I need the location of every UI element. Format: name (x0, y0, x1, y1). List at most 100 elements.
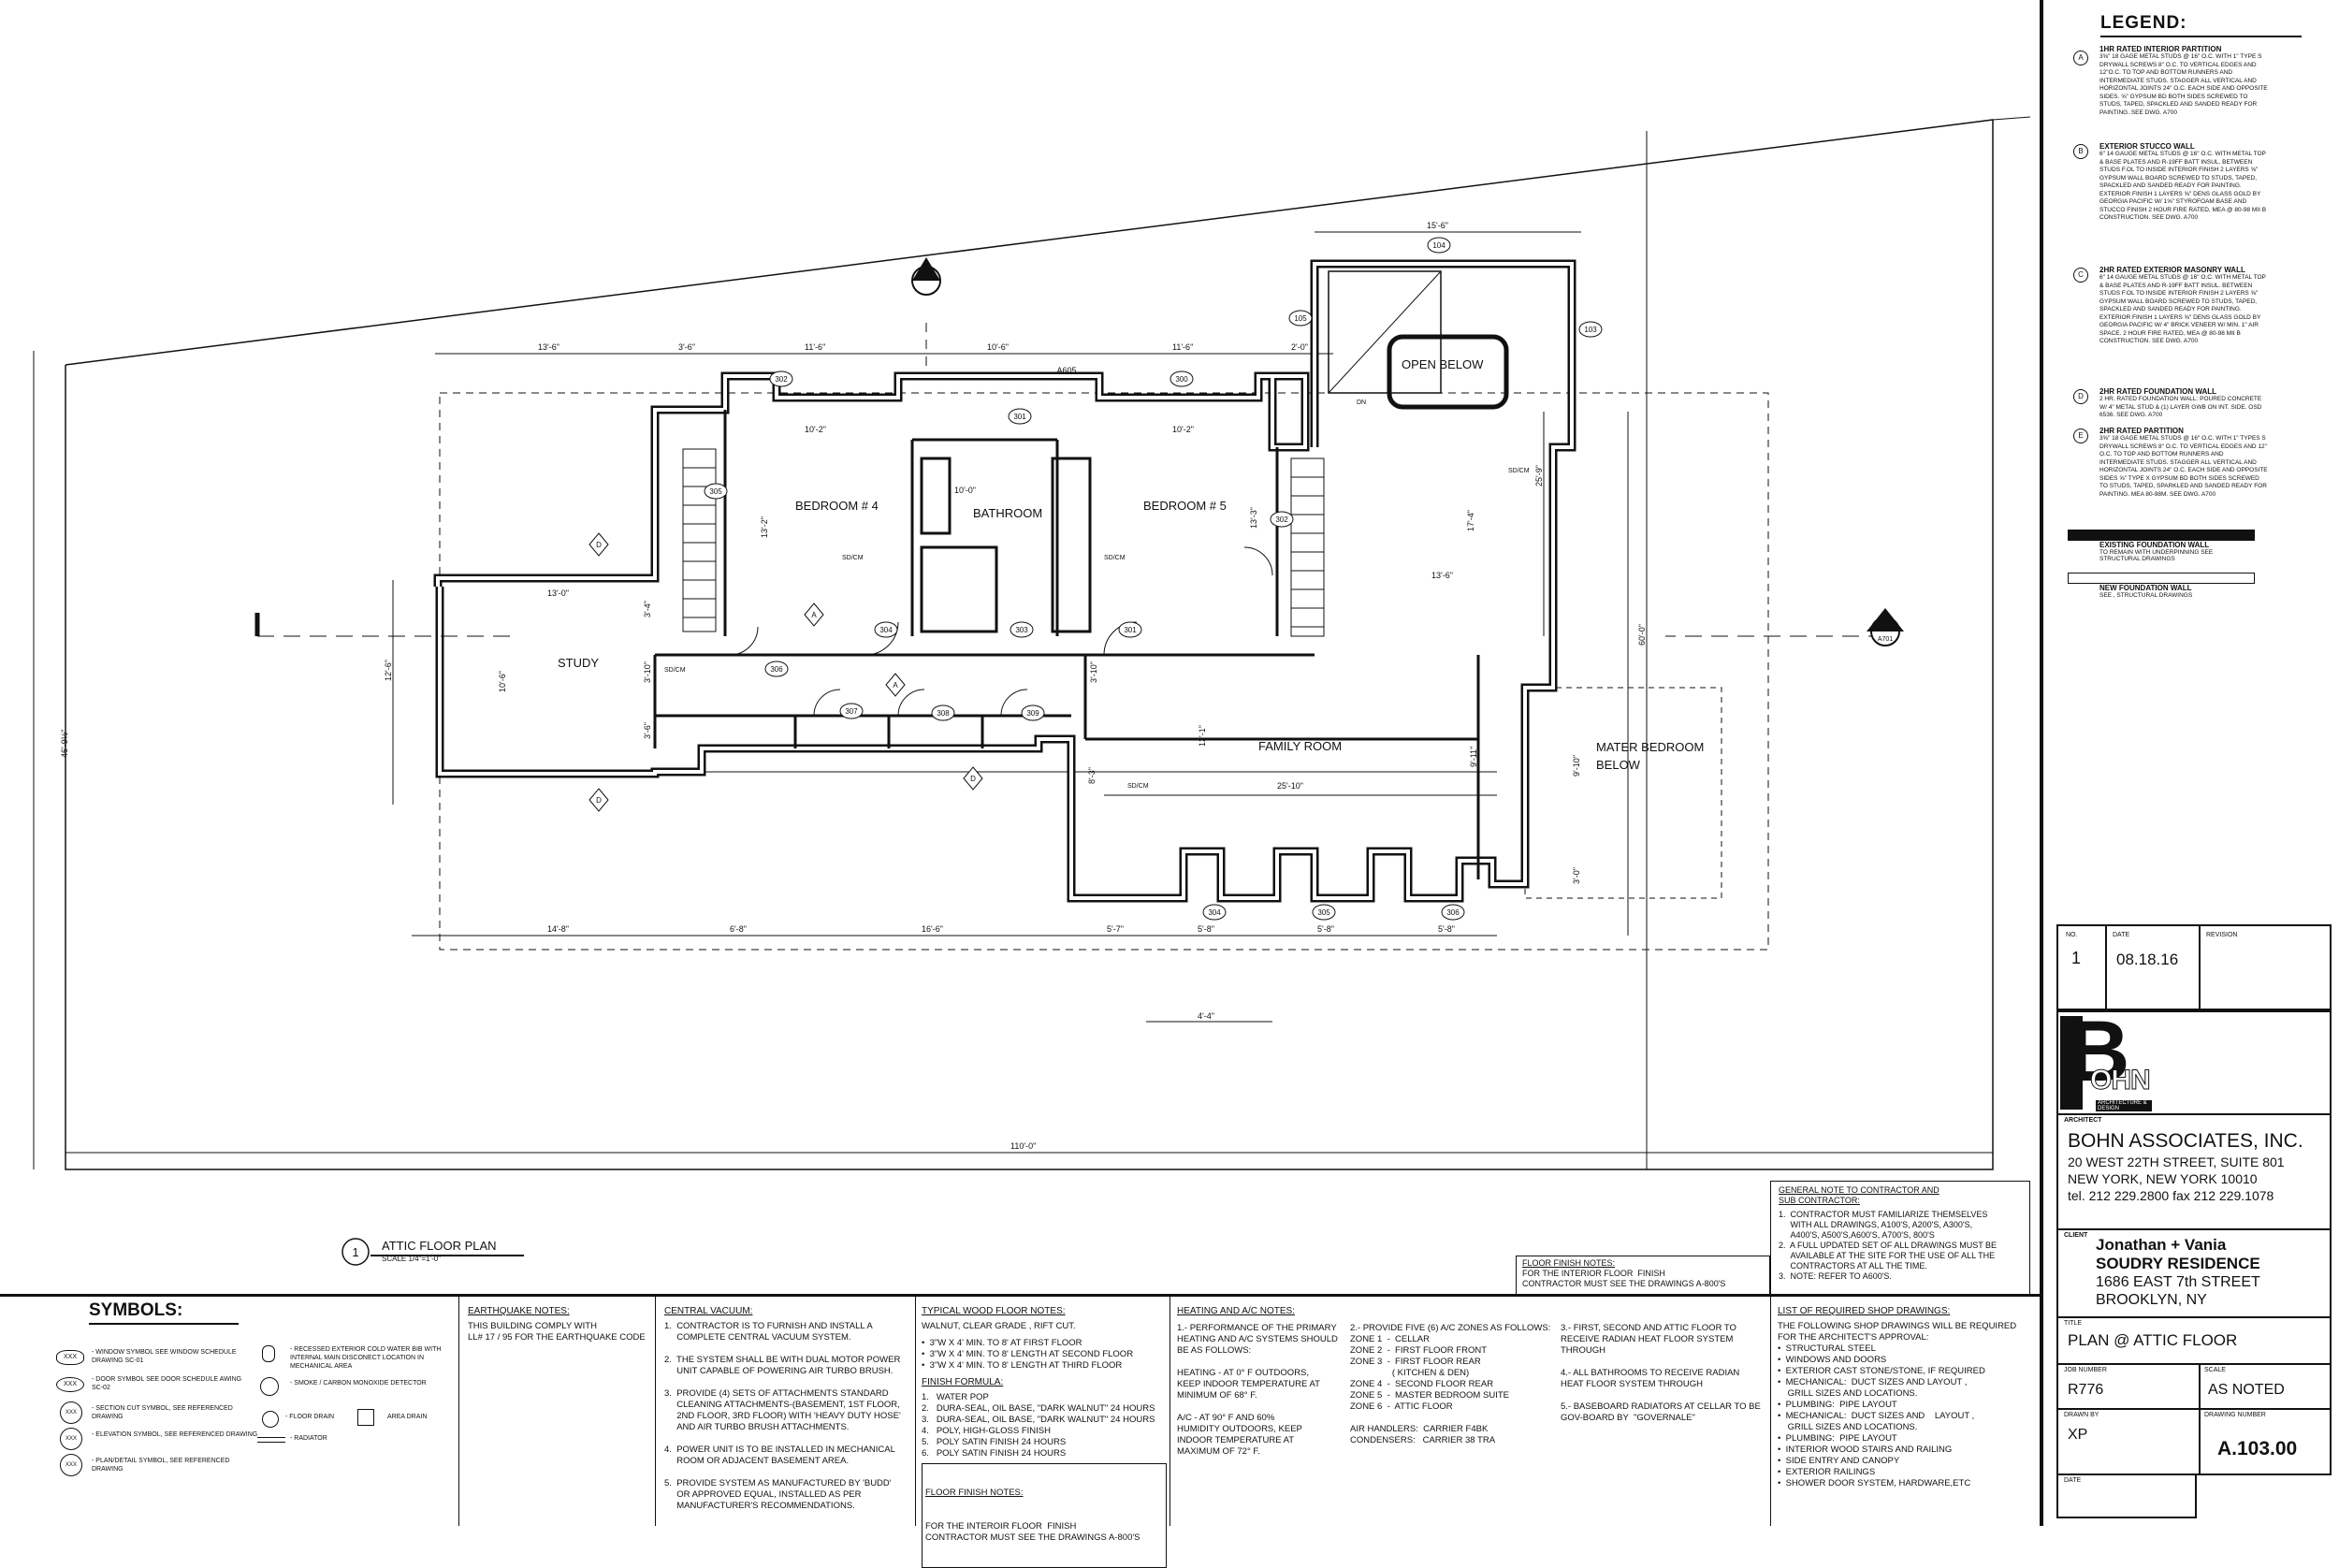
section-ref-number: 1 (1883, 622, 1888, 631)
date-block: DATE (2056, 1474, 2197, 1518)
heating-title: HEATING AND A/C NOTES: (1177, 1306, 1295, 1316)
scale-label: SCALE (2204, 1367, 2226, 1373)
dim-label: 11'-6" (805, 342, 825, 352)
dim-label: 5'-8" (1317, 924, 1334, 934)
earthquake-notes: EARTHQUAKE NOTES: THIS BUILDING COMPLY W… (468, 1306, 650, 1343)
dim-label: 13'-3" (1249, 507, 1258, 529)
property-line (65, 119, 1994, 1170)
floor-drain-icon (262, 1411, 279, 1428)
divider (915, 1297, 916, 1526)
heating-col-1: 1.- PERFORMANCE OF THE PRIMARY HEATING A… (1177, 1323, 1338, 1457)
legend-item-desc: 6" 14 GAUGE METAL STUDS @ 16" O.C. WITH … (2099, 151, 2267, 221)
door-tag: 308 (937, 709, 950, 718)
sheet-number: A.103.00 (2217, 1438, 2298, 1459)
symbol-door-desc: - DOOR SYMBOL SEE DOOR SCHEDULE AWING SC… (92, 1376, 242, 1391)
door-tag: 306 (770, 665, 783, 674)
symbol-section-desc: - SECTION CUT SYMBOL, SEE REFERENCED DRA… (92, 1405, 233, 1420)
client-address-1: 1686 EAST 7th STREET (2096, 1274, 2260, 1290)
dim-label: 3'-4" (643, 601, 652, 617)
title-label: TITLE (2064, 1320, 2083, 1327)
dim-label: 11'-6" (1172, 342, 1193, 352)
dim-label: 13'-6" (538, 342, 559, 352)
job-scale-block: JOB NUMBER R776 SCALE AS NOTED (2056, 1363, 2332, 1410)
label-master-below-2: BELOW (1596, 758, 1641, 772)
general-note-box: GENERAL NOTE TO CONTRACTOR AND SUB CONTR… (1770, 1181, 2030, 1295)
wood-floor-lines: • 3"W X 4' MIN. TO 8' AT FIRST FLOOR • 3… (922, 1338, 1134, 1371)
smoke-detector-icon (260, 1377, 279, 1396)
window-tag: 304 (1208, 908, 1221, 917)
dim-label: 110'-0" (1010, 1141, 1036, 1151)
floor-finish-top-title: FLOOR FINISH NOTES: (1522, 1258, 1616, 1268)
divider (458, 1297, 459, 1526)
dim-label: 25'-9" (1534, 465, 1544, 486)
sheet-title-block: TITLE PLAN @ ATTIC FLOOR (2056, 1316, 2332, 1365)
drawn-by: XP (2068, 1427, 2088, 1443)
dim-label: 3'-6" (643, 722, 652, 739)
logo-sub: ARCHITECTURE & DESIGN (2096, 1100, 2152, 1111)
smoke-detector-label: SD/CM (664, 667, 686, 674)
door-tag: 304 (879, 626, 893, 634)
floor-finish-title: FLOOR FINISH NOTES: (925, 1488, 1024, 1498)
window-tag: 305 (1317, 908, 1330, 917)
divider (655, 1297, 656, 1526)
client-name: Jonathan + Vania (2096, 1236, 2227, 1254)
door-tag: 309 (1026, 709, 1039, 718)
dim-label: 10'-6" (987, 342, 1009, 352)
window-tag: 306 (1446, 908, 1460, 917)
legend-item-title: EXISTING FOUNDATION WALL (2099, 541, 2210, 549)
legend-item-desc: 3⅝" 18 GAGE METAL STUDS @ 16" O.C. WITH … (2099, 435, 2268, 498)
dim-label: 2'-0" (1291, 342, 1308, 352)
shop-items: • STRUCTURAL STEEL • WINDOWS AND DOORS •… (1778, 1343, 1985, 1488)
legend-key: E (2073, 428, 2088, 443)
label-open-below: OPEN BELOW (1402, 357, 1484, 371)
legend-item-title: EXTERIOR STUCCO WALL (2099, 142, 2195, 151)
finish-formula-title: FINISH FORMULA: (922, 1377, 1004, 1387)
window-tag: 302 (775, 375, 788, 384)
dim-label: 17'-4" (1466, 510, 1475, 531)
rev-date-label: DATE (2113, 932, 2130, 938)
dim-label: 25'-10" (1277, 781, 1303, 791)
dim-label: 5'-7" (1107, 924, 1124, 934)
legend-key: D (2073, 389, 2088, 404)
dim-label: 13'-0" (547, 588, 569, 598)
section-top-sheet: A605 (1056, 366, 1076, 375)
firm-logo: B OHN ARCHITECTURE & DESIGN (2058, 1005, 2152, 1113)
floor-finish-body: FOR THE INTEROIR FLOOR FINISH CONTRACTOR… (925, 1521, 1140, 1543)
drawn-label: DRAWN BY (2064, 1412, 2099, 1418)
firm-address-1: 20 WEST 22TH STREET, SUITE 801 (2068, 1154, 2285, 1169)
wood-floor-notes: TYPICAL WOOD FLOOR NOTES: WALNUT, CLEAR … (922, 1306, 1167, 1568)
legend-key: C (2073, 268, 2088, 283)
symbol-area-drain-desc: AREA DRAIN (387, 1414, 428, 1420)
architect-block: B OHN ARCHITECTURE & DESIGN ARCHITECT BO… (2056, 1005, 2332, 1230)
legend-item-desc: TO REMAIN WITH UNDERPINNING SEE STRUCTUR… (2099, 549, 2214, 562)
heating-notes: HEATING AND A/C NOTES: 1.- PERFORMANCE O… (1177, 1306, 1766, 1457)
dim-label: 13'-2" (760, 516, 769, 538)
symbol-elevation-desc: - ELEVATION SYMBOL, SEE REFERENCED DRAWI… (92, 1431, 258, 1438)
drawing-number-label: DRAWING NUMBER (2204, 1412, 2266, 1418)
dim-label: 13'-6" (1431, 571, 1453, 580)
rev-no-label: NO. (2066, 932, 2078, 938)
client-address-2: BROOKLYN, NY (2096, 1292, 2207, 1308)
window-tag: 305 (709, 487, 722, 496)
dim-label: 8'-3" (1087, 767, 1097, 784)
label-master-below-1: MATER BEDROOM (1596, 740, 1704, 754)
heating-col-2: 2.- PROVIDE FIVE (6) A/C ZONES AS FOLLOW… (1350, 1323, 1551, 1445)
wall-type-tag: D (596, 796, 602, 805)
dim-label: 10'-6" (498, 671, 507, 692)
shop-drawings-notes: LIST OF REQUIRED SHOP DRAWINGS: THE FOLL… (1778, 1306, 2038, 1489)
architect-label: ARCHITECT (2064, 1117, 2102, 1124)
symbol-water-bib-desc: - RECESSED EXTERIOR COLD WATER BIB WITH … (290, 1346, 442, 1370)
section-top-number: 1 (924, 271, 929, 280)
logo-word: OHN (2090, 1065, 2152, 1096)
dim-label: 6'-8" (730, 924, 747, 934)
drawing-number: 1 (352, 1245, 358, 1259)
floor-finish-top-body: FOR THE INTERIOR FLOOR FINISH CONTRACTOR… (1522, 1269, 1726, 1288)
symbol-window-desc: - WINDOW SYMBOL SEE WINDOW SCHEDULE DRAW… (92, 1349, 237, 1364)
right-border (2040, 0, 2043, 1526)
dim-label: 4'-4" (1198, 1011, 1214, 1021)
drawing-scale: SCALE 1/4"=1'-0" (382, 1255, 441, 1263)
dim-label: 9'-10" (1572, 755, 1581, 777)
wall-type-tag: A (811, 611, 817, 619)
elevation-icon: XXX (60, 1428, 82, 1450)
wood-floor-title: TYPICAL WOOD FLOOR NOTES: (922, 1306, 1066, 1316)
